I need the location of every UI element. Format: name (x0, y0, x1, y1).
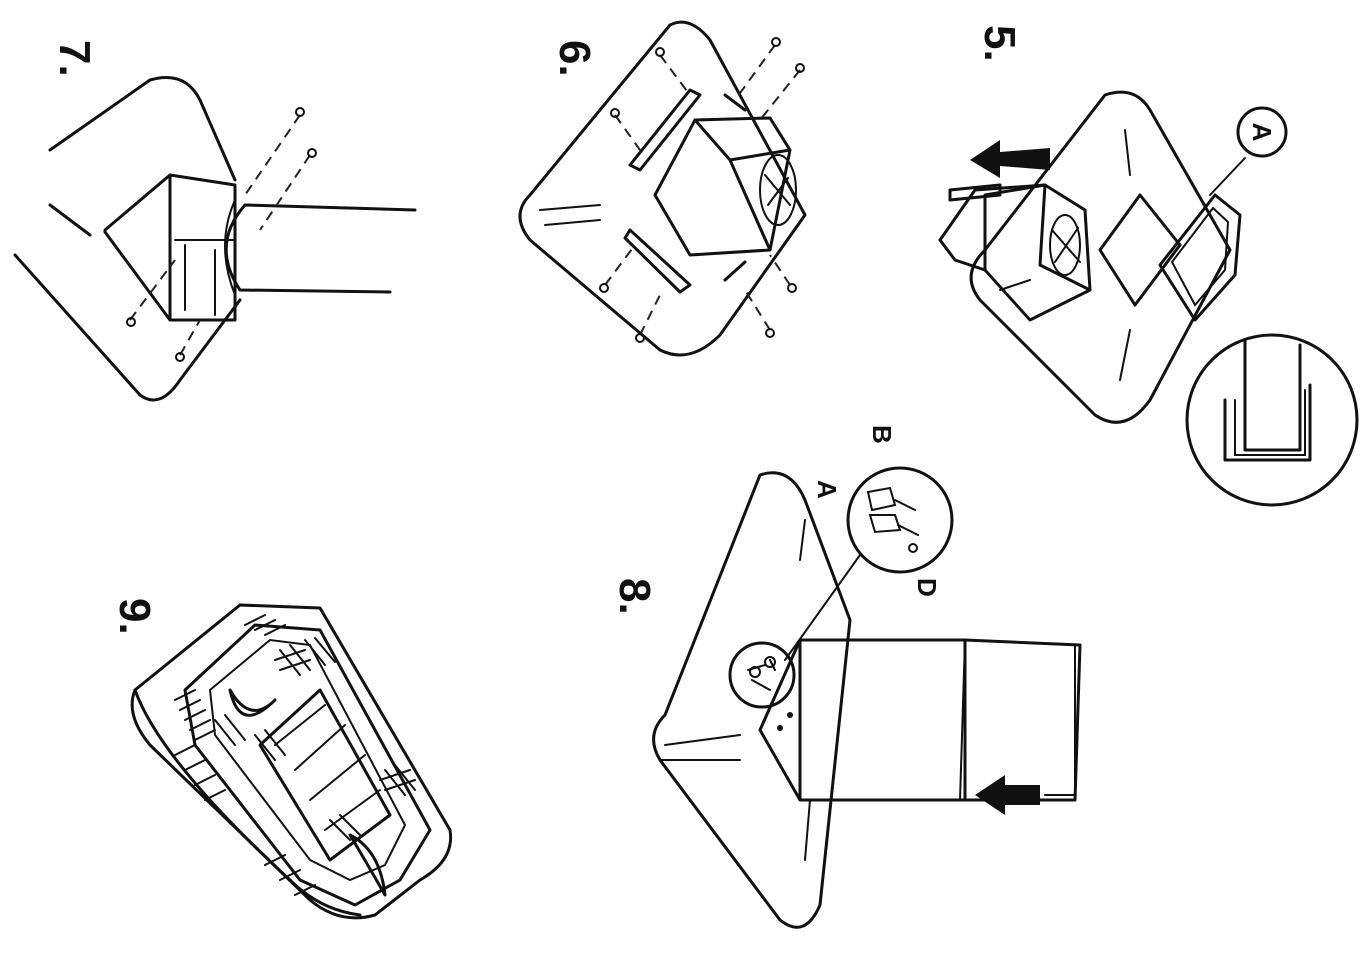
step-7-illustration (13, 76, 417, 402)
step-6-number: 6. (550, 40, 599, 77)
step-5-number: 5. (975, 25, 1024, 62)
step-8-callout-d: D (912, 578, 942, 597)
step-8-illustration (652, 466, 1082, 929)
step-6-illustration (518, 20, 807, 357)
step-9-illustration (130, 603, 453, 920)
step-5-callout-label: A (1247, 123, 1277, 142)
step-8-number: 8. (610, 578, 659, 615)
step-8-callout-a: A (812, 480, 842, 499)
step-7-number: 7. (50, 40, 99, 77)
step-9-number: 9. (110, 598, 159, 635)
step-5-illustration (938, 90, 1359, 507)
step-8-callout-b: B (867, 425, 897, 444)
